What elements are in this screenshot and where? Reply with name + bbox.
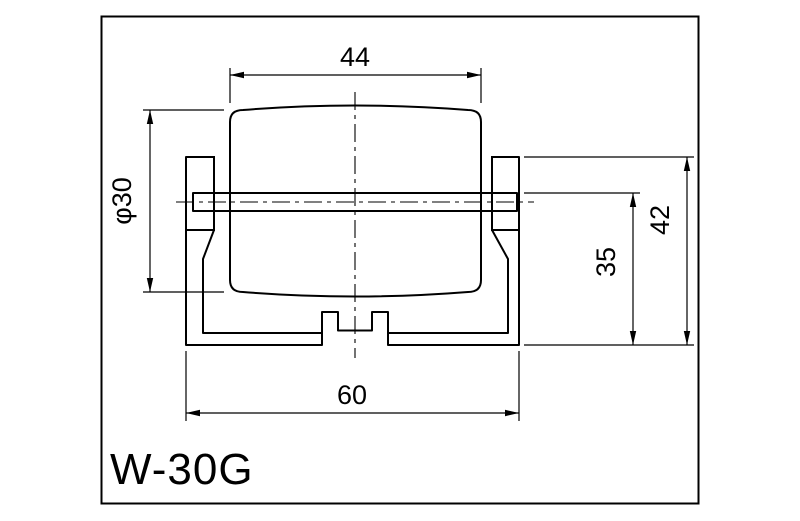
dimension-frame-width: 60 [185, 351, 520, 421]
dimension-inner-height: 35 [524, 192, 640, 345]
part-number-label: W-30G [110, 445, 254, 494]
rail-inner-left [202, 156, 323, 334]
dimension-label-frame-height: 42 [645, 205, 675, 235]
drawing-content: 44 φ30 42 35 [107, 42, 694, 494]
dimension-label-roller-diameter: φ30 [107, 177, 137, 225]
dimension-roller-diameter: φ30 [107, 109, 224, 293]
dimension-label-roller-face-width: 44 [340, 42, 370, 72]
dimension-label-inner-height: 35 [591, 247, 621, 277]
dimension-roller-face-width: 44 [229, 42, 482, 103]
dimension-frame-height: 42 [524, 156, 694, 346]
drawing-border-frame [100, 15, 700, 505]
rail-inner-right [387, 156, 509, 334]
dimension-label-frame-width: 60 [337, 380, 367, 410]
